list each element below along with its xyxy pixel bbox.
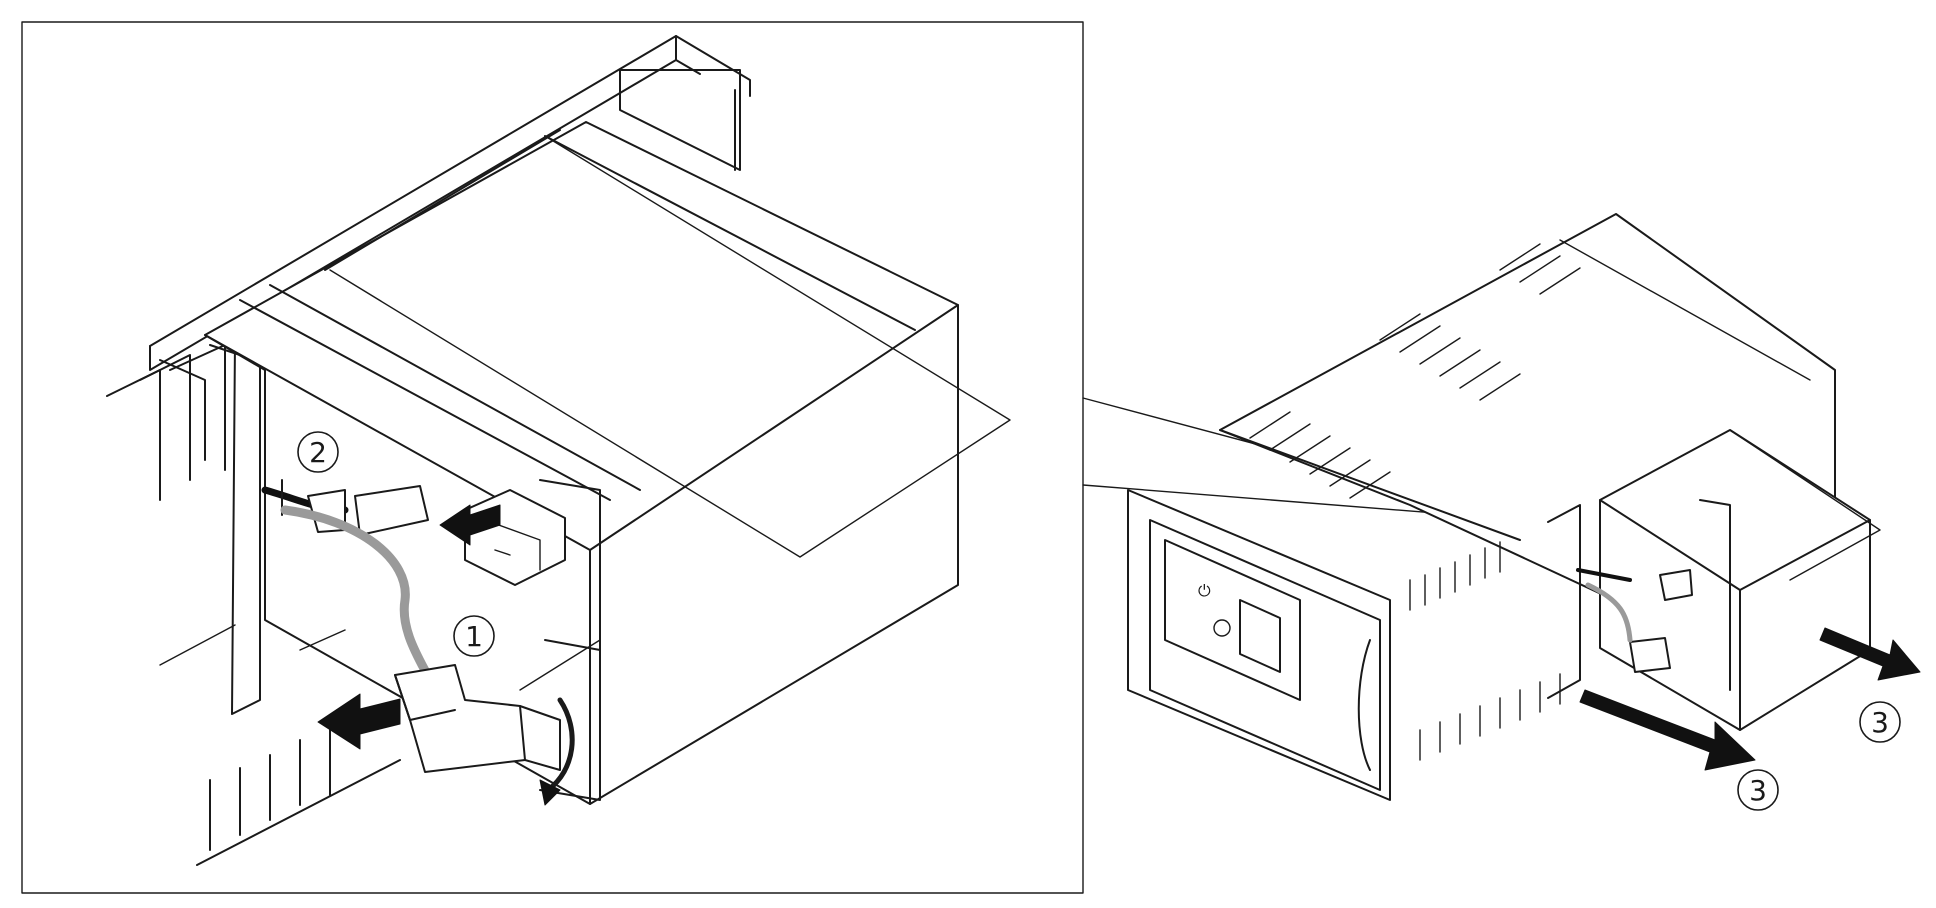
- arrow-remove-a: [1579, 689, 1756, 771]
- ups-unit: ⏻ 3 3: [1127, 213, 1921, 811]
- top-vents: [1249, 243, 1581, 499]
- mini-connector-upper: [1659, 569, 1693, 601]
- battery-bay-wall: [1547, 504, 1581, 699]
- detail-panel: 2 1: [21, 21, 1084, 894]
- grey-cable: [280, 505, 435, 685]
- callout-3-b-label: 3: [1871, 706, 1889, 739]
- led-indicator: [1213, 619, 1231, 637]
- arrow-connect-2: [439, 504, 501, 546]
- battery-module: [204, 121, 959, 805]
- callout-2: 2: [297, 431, 339, 473]
- ups-front-panel: [1127, 489, 1391, 801]
- callout-1: 1: [453, 615, 495, 657]
- label-sheet: [329, 135, 1011, 558]
- side-vents: [1409, 541, 1561, 761]
- front-bezel: [539, 479, 601, 801]
- arrow-rotate: [545, 697, 575, 793]
- plug-connector-1: [394, 664, 526, 773]
- front-handle: [1357, 639, 1371, 771]
- callout-3-a-label: 3: [1749, 774, 1767, 807]
- chassis-back-bracket: [619, 69, 741, 171]
- power-icon: ⏻: [1198, 581, 1211, 600]
- callout-3-b: 3: [1859, 701, 1901, 743]
- callout-1-label: 1: [465, 620, 483, 653]
- lcd-panel: [1164, 539, 1301, 701]
- mini-connector-lower: [1629, 637, 1671, 673]
- chassis-top-rail: [149, 35, 751, 347]
- callout-3-a: 3: [1737, 769, 1779, 811]
- arrow-remove-b: [1819, 627, 1921, 681]
- chassis-rail-inner: [149, 59, 701, 371]
- battery-label-sheet: [1729, 429, 1881, 581]
- plug-connector-2: [354, 485, 429, 536]
- arrow-pull-1: [317, 693, 401, 750]
- power-switch: [1239, 599, 1281, 673]
- detail-frame: [21, 21, 1084, 894]
- chassis-left-wall: [231, 339, 261, 715]
- callout-2-label: 2: [309, 436, 327, 469]
